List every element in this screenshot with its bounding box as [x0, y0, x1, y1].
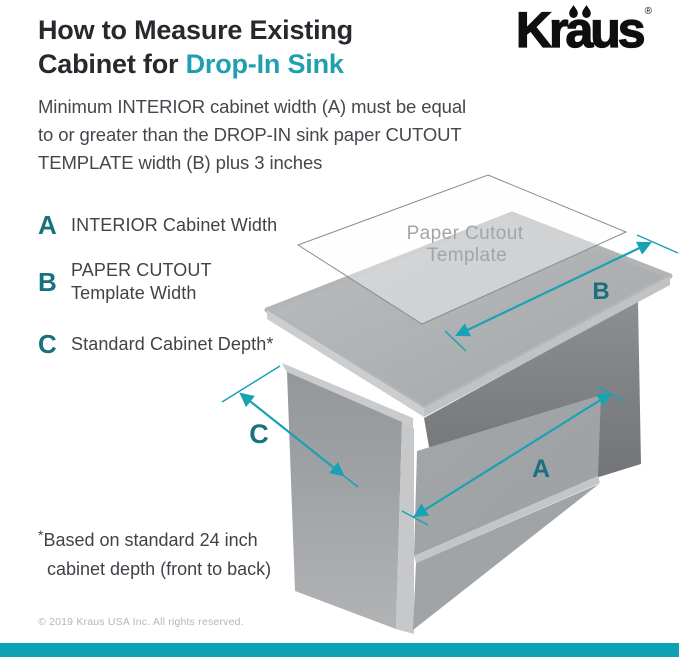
intro-line2: to or greater than the DROP-IN sink pape…: [38, 124, 462, 145]
dimension-arrows: [221, 234, 679, 526]
dimension-c-extension-bottom: [343, 475, 359, 488]
page-title-line1: How to Measure Existing: [38, 15, 353, 45]
paper-template-label-line2: Template: [427, 245, 507, 266]
dimension-c-extension-top: [221, 365, 281, 403]
legend-key-b: B: [38, 266, 57, 297]
cabinet-left-panel-front-edge: [396, 422, 414, 634]
page-title-highlight: Drop-In Sink: [185, 49, 344, 79]
footnote-line1: *Based on standard 24 inch: [38, 526, 271, 555]
copyright-notice: © 2019 Kraus USA Inc. All rights reserve…: [38, 616, 244, 628]
footnote-asterisk: *: [38, 527, 44, 543]
legend-label-b: PAPER CUTOUT Template Width: [71, 259, 212, 305]
cabinet-top-rim: [282, 363, 413, 428]
dimension-b-label: B: [592, 278, 609, 305]
logo-part2: a: [565, 2, 594, 58]
dimension-b-extension-top: [636, 234, 679, 254]
legend-key-c: C: [38, 329, 57, 359]
page-title-line2-prefix: Cabinet for: [38, 49, 186, 79]
legend-label-b-line2: Template Width: [71, 283, 197, 303]
intro-line1: Minimum INTERIOR cabinet width (A) must …: [38, 96, 467, 117]
footnote-line1-text: Based on standard 24 inch: [43, 530, 258, 550]
logo-droplet-icon: [582, 5, 592, 18]
intro-paragraph: Minimum INTERIOR cabinet width (A) must …: [38, 93, 466, 177]
legend-item-a: A INTERIOR Cabinet Width: [38, 210, 277, 241]
logo-umlaut: [569, 5, 592, 18]
page-title-line2: Cabinet for Drop-In Sink: [38, 47, 353, 81]
logo-droplet-icon: [569, 5, 579, 18]
dimension-a-label: A: [532, 455, 550, 483]
legend-key-a: A: [38, 210, 57, 240]
registered-trademark: ®: [644, 6, 652, 17]
legend-label-c: Standard Cabinet Depth*: [71, 334, 274, 354]
logo-part1: Kr: [515, 2, 569, 58]
footer-stripe: [0, 643, 679, 657]
dimension-c-arrow: [239, 392, 345, 477]
dimension-c-label: C: [249, 419, 269, 449]
dimension-b-extension-bottom: [444, 330, 467, 352]
countertop-left-edge: [267, 310, 424, 417]
legend-label-a: INTERIOR Cabinet Width: [71, 215, 278, 235]
dimension-b-arrow: [455, 241, 652, 337]
page-title: How to Measure Existing Cabinet for Drop…: [38, 13, 353, 81]
dimension-a-extension-left: [401, 510, 429, 526]
footnote: *Based on standard 24 inch cabinet depth…: [38, 526, 271, 583]
legend-label-b-line1: PAPER CUTOUT: [71, 260, 212, 280]
cabinet-below-shelf: [413, 484, 599, 630]
logo-part3: us: [590, 2, 647, 58]
dimension-a-arrow: [413, 392, 612, 518]
paper-template-label-line1: Paper Cutout: [407, 223, 524, 244]
legend-item-c: C Standard Cabinet Depth*: [38, 329, 273, 360]
legend-item-b: B PAPER CUTOUT Template Width: [38, 259, 212, 305]
footnote-line2: cabinet depth (front to back): [47, 559, 272, 579]
intro-line3: TEMPLATE width (B) plus 3 inches: [38, 152, 323, 173]
